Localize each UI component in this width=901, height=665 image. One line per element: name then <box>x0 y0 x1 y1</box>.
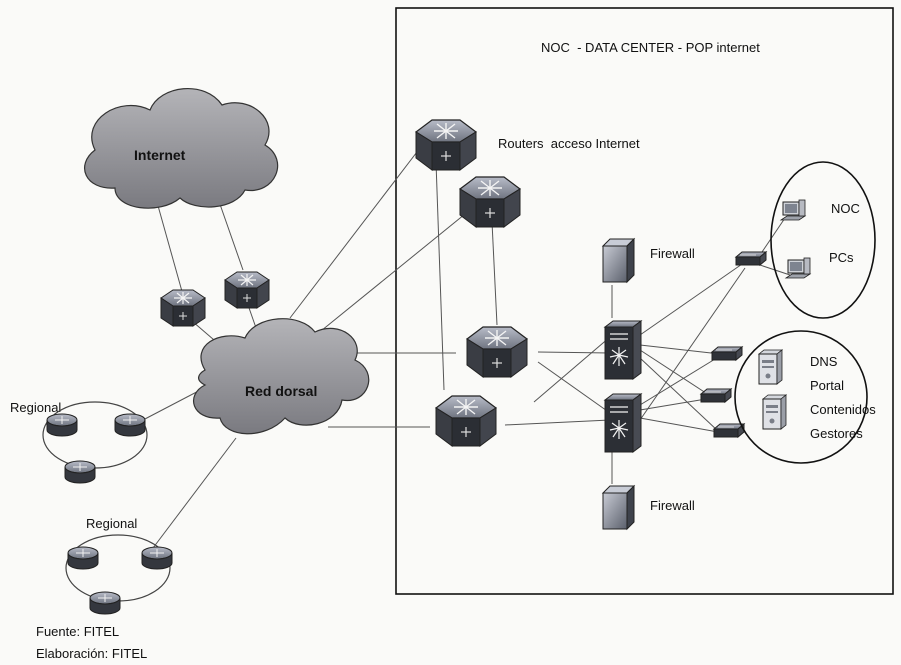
regional-1-node-bottom <box>64 460 96 484</box>
regional-1-label: Regional <box>10 400 61 415</box>
gestores-label: Gestores <box>810 426 863 441</box>
core-router-1 <box>466 326 528 378</box>
server-switch-1 <box>711 346 743 361</box>
core-router-2 <box>435 395 497 447</box>
datacenter-title: NOC - DATA CENTER - POP internet <box>541 40 760 55</box>
edge-router-left <box>160 289 206 327</box>
internet-access-router-2 <box>459 176 521 228</box>
firewall-bottom <box>602 485 635 530</box>
regional-ring-2: Regional <box>65 516 173 615</box>
firewall-top <box>602 238 635 283</box>
dns-label: DNS <box>810 354 838 369</box>
datacenter-boundary <box>395 7 894 595</box>
regional-ring-1: Regional <box>10 400 148 484</box>
firewall-bottom-label: Firewall <box>650 498 695 513</box>
pcs-label: PCs <box>829 250 854 265</box>
server-2 <box>762 394 787 430</box>
prepared-by-note: Elaboración: FITEL <box>36 646 147 661</box>
internet-cloud: Internet <box>84 87 278 209</box>
regional-2-node-bottom <box>89 591 121 615</box>
regional-1-node-right <box>114 413 146 437</box>
regional-1-node-left <box>46 413 78 437</box>
portal-label: Portal <box>810 378 844 393</box>
noc-group: NOC PCs <box>770 161 876 319</box>
noc-pc-1 <box>780 199 806 221</box>
regional-2-node-left <box>67 546 99 570</box>
server-1 <box>758 349 783 385</box>
server-switch-2 <box>700 388 732 403</box>
source-note: Fuente: FITEL <box>36 624 119 639</box>
servers-group: DNS Portal Contenidos Gestores <box>734 330 876 464</box>
server-switch-3 <box>713 423 745 438</box>
internet-cloud-label: Internet <box>134 147 186 163</box>
noc-label: NOC <box>831 201 860 216</box>
edge-router-right <box>224 271 270 309</box>
internet-access-router-1 <box>415 119 477 171</box>
regional-2-label: Regional <box>86 516 137 531</box>
routers-label: Routers acceso Internet <box>498 136 640 151</box>
core-switch-2 <box>604 393 642 453</box>
backbone-cloud: Red dorsal <box>193 318 370 435</box>
network-links <box>142 147 791 549</box>
firewall-top-label: Firewall <box>650 246 695 261</box>
contenidos-label: Contenidos <box>810 402 876 417</box>
noc-switch <box>735 251 767 266</box>
regional-2-node-right <box>141 546 173 570</box>
backbone-cloud-label: Red dorsal <box>245 383 317 399</box>
core-switch-1 <box>604 320 642 380</box>
